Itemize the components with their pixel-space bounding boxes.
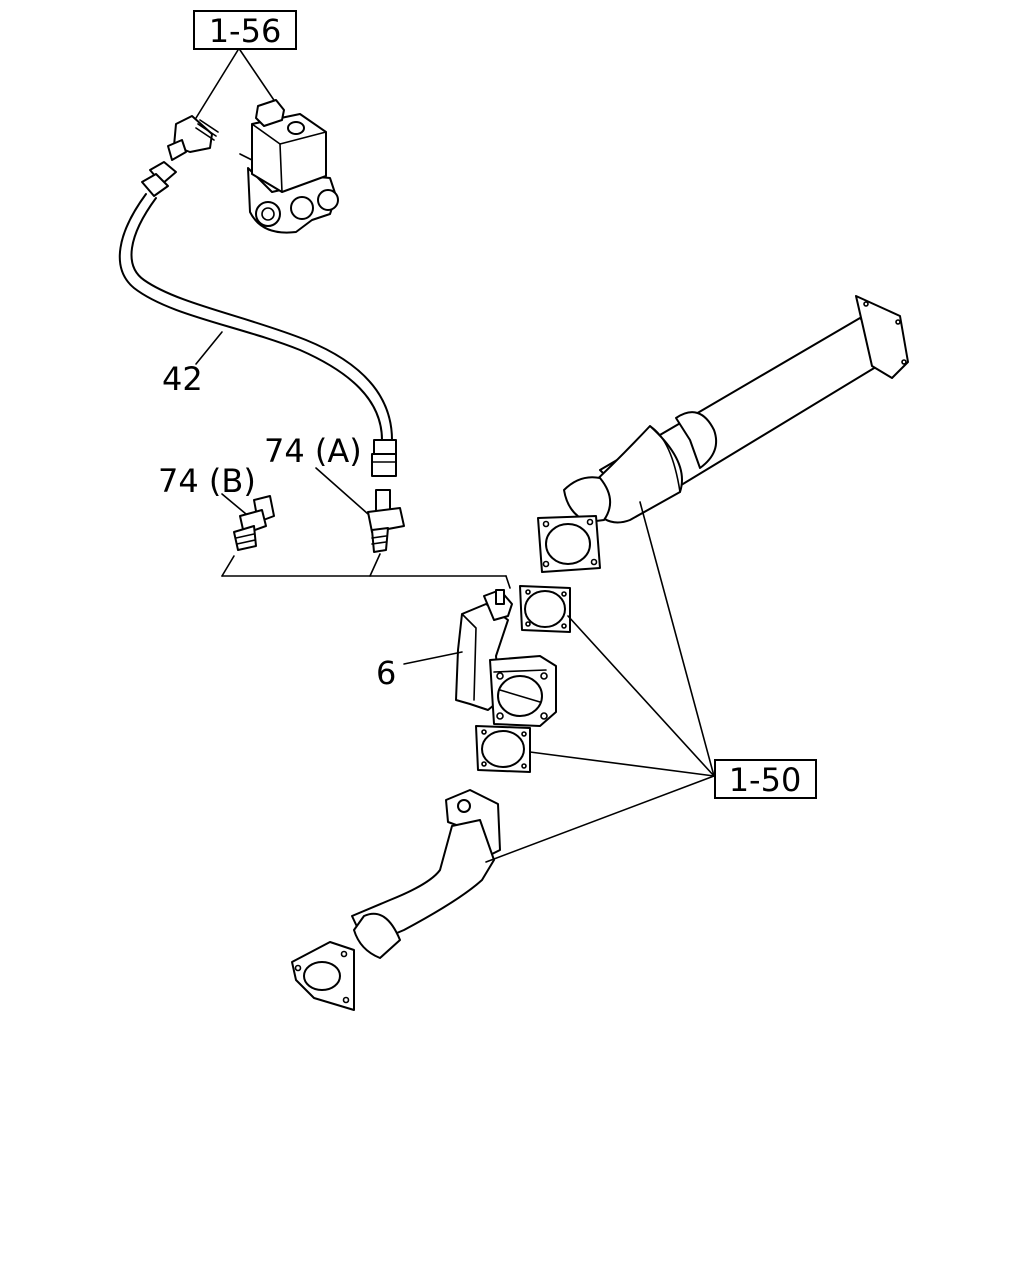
elbow-fitting[interactable] (167, 115, 219, 161)
gasket-lower[interactable] (475, 725, 531, 773)
reference-box-1-56[interactable]: 1-56 (193, 10, 297, 50)
connector-74a[interactable] (367, 489, 405, 553)
callout-42: 42 (162, 331, 223, 398)
connector-74b[interactable] (233, 495, 275, 551)
hose-42[interactable] (118, 161, 397, 477)
gasket-upper[interactable] (519, 585, 571, 633)
callout-label-74b: 74 (B) (158, 462, 256, 500)
callout-label-74a: 74 (A) (264, 432, 362, 470)
callout-74b: 74 (B) (158, 462, 256, 515)
lower-exhaust-pipe[interactable] (291, 789, 501, 1011)
solenoid-valve[interactable] (239, 99, 339, 234)
leader-lines-1-50 (485, 501, 715, 863)
callout-74a: 74 (A) (264, 432, 369, 515)
upper-exhaust-pipe[interactable] (537, 295, 909, 573)
assembly-bracket-line (221, 553, 511, 589)
callout-label-42: 42 (162, 360, 203, 398)
reference-label-1-56: 1-56 (209, 12, 282, 50)
reference-box-1-50[interactable]: 1-50 (714, 759, 817, 799)
exhaust-throttle-valve[interactable] (455, 589, 557, 727)
reference-label-1-50: 1-50 (729, 761, 802, 799)
callout-label-6: 6 (376, 654, 396, 692)
callout-6: 6 (376, 651, 463, 692)
